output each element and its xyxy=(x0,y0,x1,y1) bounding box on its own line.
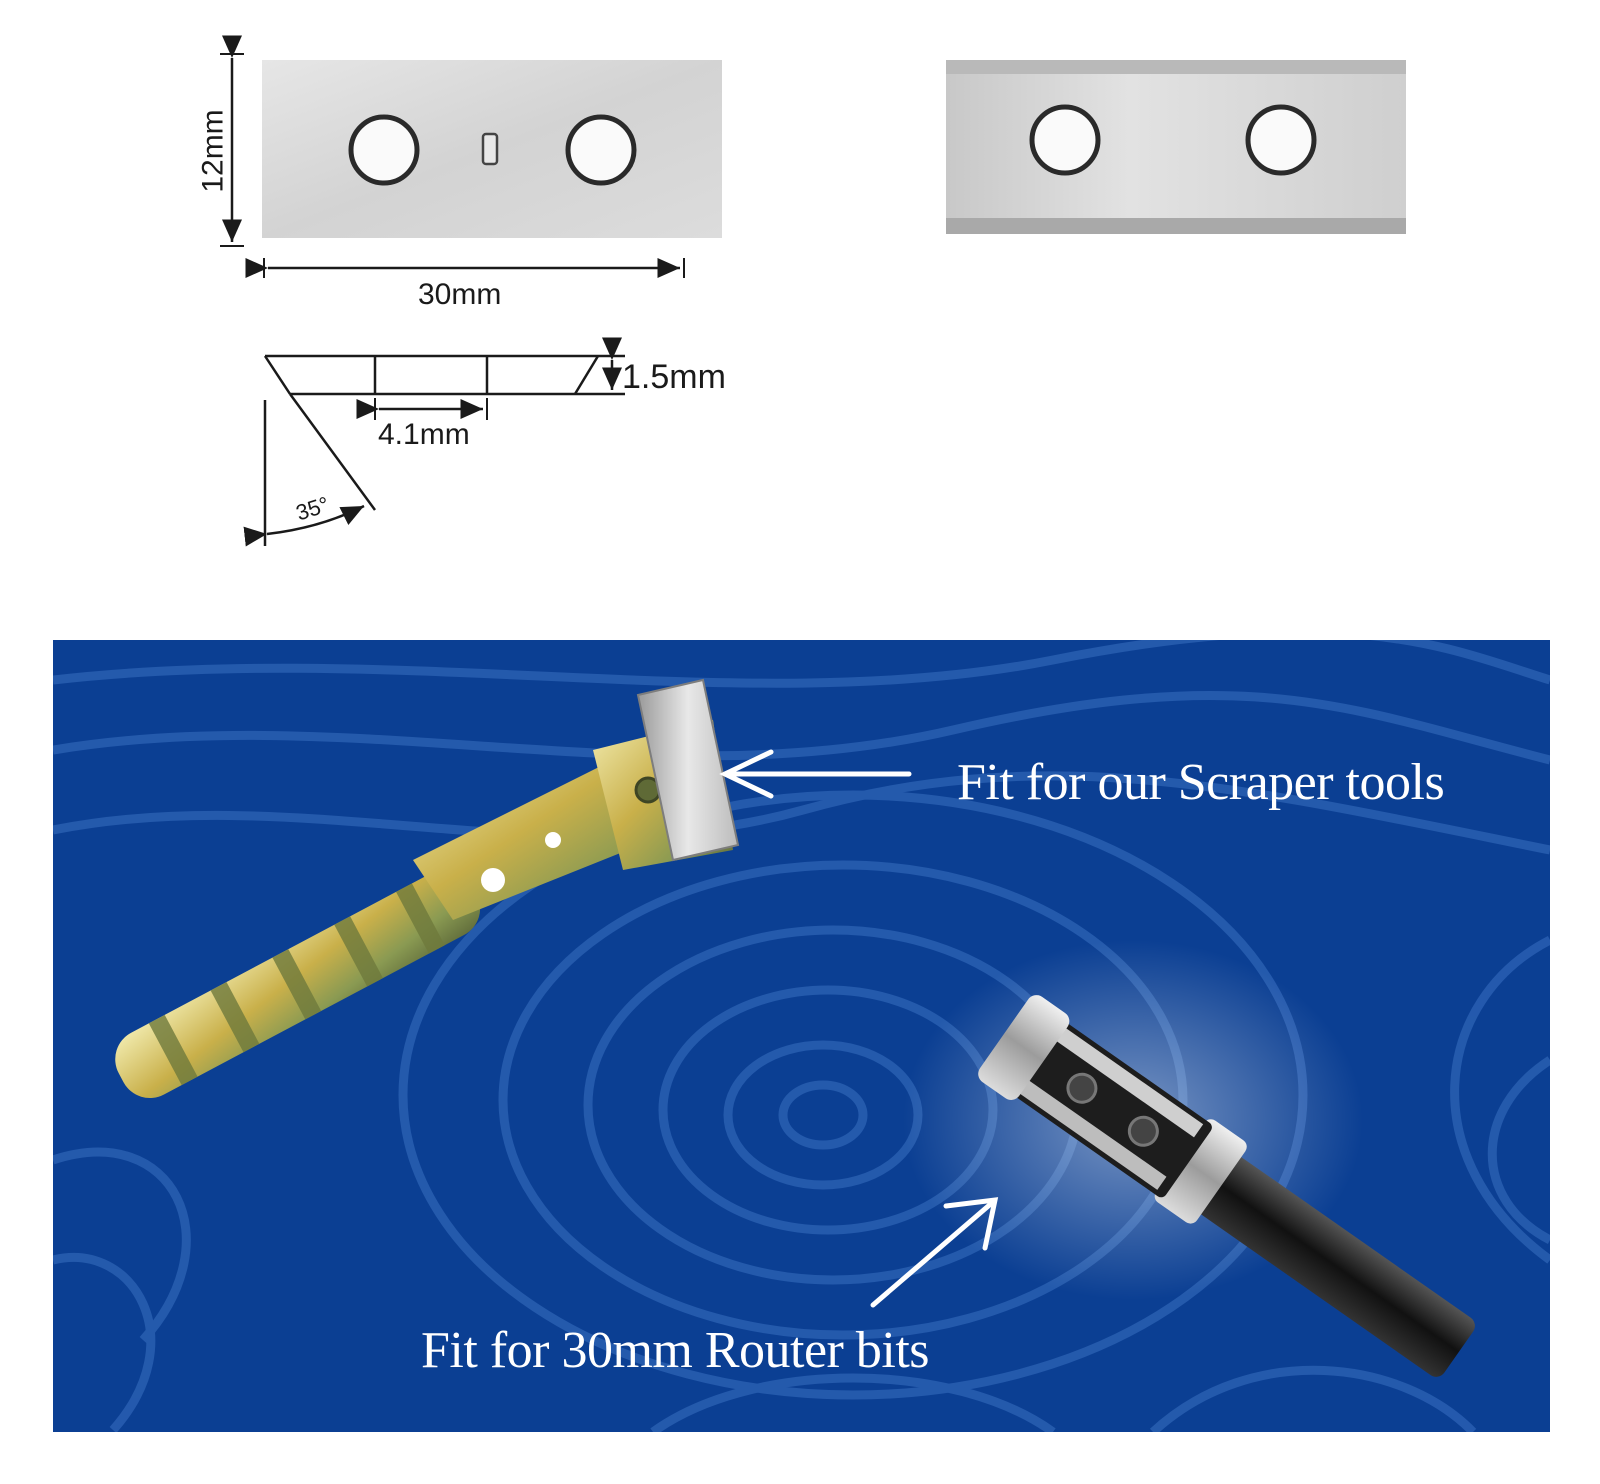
scraper-callout: Fit for our Scraper tools xyxy=(957,754,1445,811)
insert-front-view xyxy=(262,60,722,238)
router-callout: Fit for 30mm Router bits xyxy=(421,1322,930,1379)
arrow-icon xyxy=(719,749,999,1308)
insert-perspective-view xyxy=(946,60,1406,234)
insert-drawings xyxy=(220,35,1406,547)
scraper-arrow-head xyxy=(719,749,774,799)
router-arrow-head xyxy=(943,1197,999,1251)
length-dimension-line xyxy=(245,258,685,278)
wood-grain-background xyxy=(53,640,1550,1432)
insert-side-profile xyxy=(243,337,625,547)
scraper-tool-icon xyxy=(115,678,740,1099)
compatibility-banner: Fit for our Scraper tools Fit for 30mm R… xyxy=(53,640,1550,1432)
height-label: 12mm xyxy=(196,109,230,193)
height-dimension-line xyxy=(220,35,244,247)
router-bit-icon xyxy=(903,940,1475,1377)
hole-spacing-label: 4.1mm xyxy=(378,418,470,451)
thickness-label: 1.5mm xyxy=(622,358,726,396)
length-label: 30mm xyxy=(418,278,502,311)
router-arrow xyxy=(870,1199,996,1308)
